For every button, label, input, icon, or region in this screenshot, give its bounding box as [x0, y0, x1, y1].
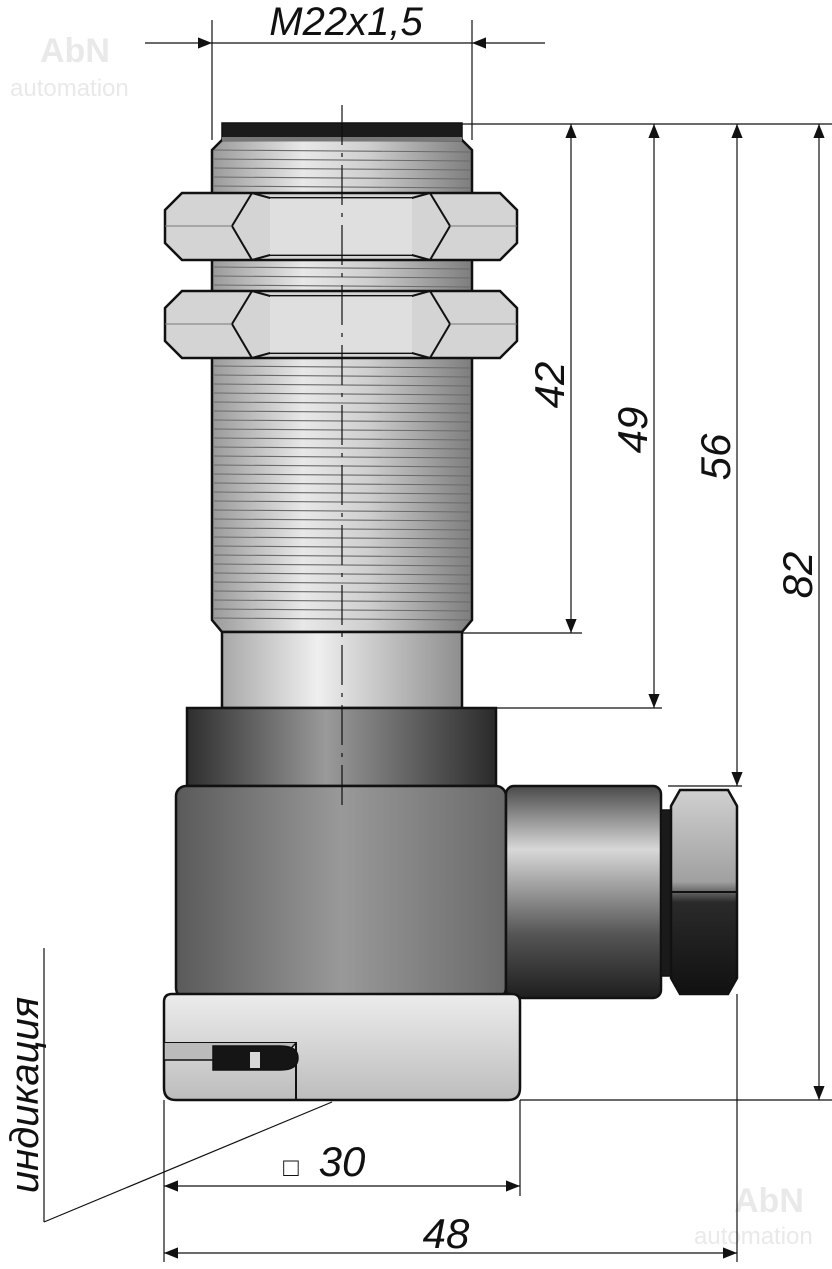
thread-line — [213, 509, 471, 513]
svg-text:automation: automation — [10, 75, 129, 102]
housing — [174, 784, 508, 1000]
bottom-cap — [162, 992, 522, 1102]
square-symbol: □ — [283, 1152, 299, 1182]
thread-line — [213, 149, 471, 153]
dim-30: 30 — [319, 1138, 366, 1185]
thread-line — [213, 383, 471, 387]
svg-text:AbN: AbN — [734, 1182, 804, 1220]
dim-48: 48 — [423, 1210, 470, 1257]
thread-line — [213, 266, 471, 270]
thread-line — [213, 518, 471, 522]
dimension-lines — [43, 20, 832, 1262]
gland-cylinder — [504, 784, 663, 1000]
thread-line — [213, 158, 471, 162]
dim-82: 82 — [774, 552, 821, 599]
thread-label: M22x1,5 — [269, 0, 423, 44]
watermark-bottom: AbN automation — [694, 1182, 813, 1250]
dim-56: 56 — [692, 433, 739, 480]
dim-49: 49 — [609, 407, 656, 454]
indicator-label: индикация — [3, 997, 47, 1193]
thread-line — [213, 581, 471, 585]
svg-text:AbN: AbN — [40, 32, 110, 70]
thread-line — [213, 455, 471, 459]
thread-line — [213, 401, 471, 405]
svg-text:automation: automation — [694, 1223, 813, 1250]
sensor-body — [162, 105, 739, 1102]
watermark-top: AbN automation — [10, 32, 129, 102]
dim-42: 42 — [526, 362, 573, 409]
locknut-upper — [163, 191, 519, 262]
thread-line — [213, 446, 471, 450]
locknut-lower — [163, 289, 519, 360]
